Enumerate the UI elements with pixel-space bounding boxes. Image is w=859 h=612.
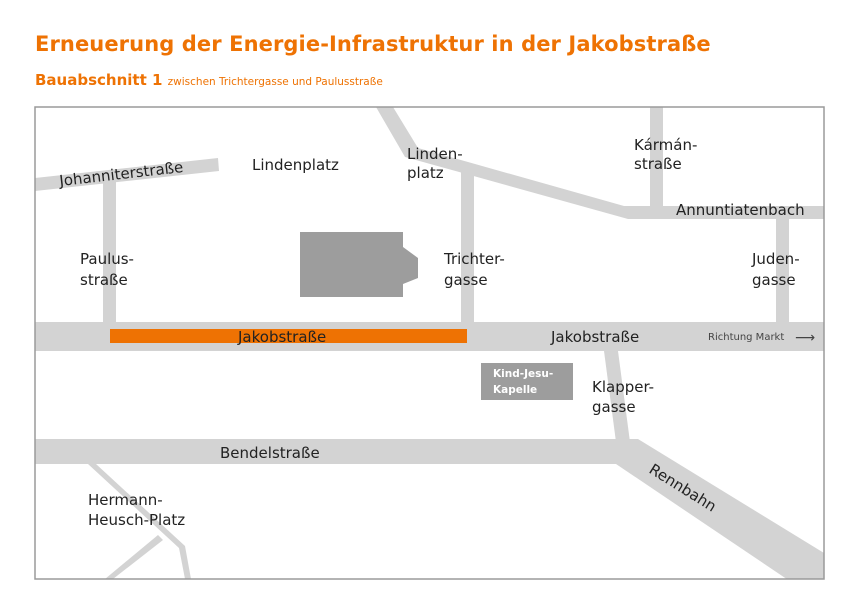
building-block <box>300 232 418 297</box>
label-annuntiatenbach: Annuntiatenbach <box>676 201 805 219</box>
label-hermann-heusch-line1: Hermann- <box>88 491 163 509</box>
section-label: Bauabschnitt 1 <box>35 71 163 89</box>
label-paulusstrasse-line1: Paulus- <box>80 250 134 268</box>
label-trichtergasse-line2: gasse <box>444 271 488 289</box>
label-lindenplatz-line1: Linden- <box>407 145 463 163</box>
street-annuntiatenbach <box>376 107 824 219</box>
section-detail: zwischen Trichtergasse und Paulusstraße <box>167 76 383 88</box>
label-lindenplatz-area: Lindenplatz <box>252 156 339 174</box>
label-lindenplatz-line2: platz <box>407 164 444 182</box>
chapel-label-line1: Kind-Jesu- <box>493 368 553 380</box>
label-judengasse-line1: Juden- <box>751 250 800 268</box>
label-klappergasse-line1: Klapper- <box>592 378 654 396</box>
street-paulusstrasse <box>103 182 116 324</box>
street-rennbahn <box>616 439 824 579</box>
direction-arrow-icon: ⟶ <box>795 330 815 346</box>
label-jakobstrasse-section: Jakobstraße <box>237 328 326 346</box>
label-trichtergasse-line1: Trichter- <box>443 250 505 268</box>
label-karman-line1: Kármán- <box>634 136 697 154</box>
construction-section <box>110 329 467 343</box>
label-klappergasse-line2: gasse <box>592 398 636 416</box>
page-subtitle: Bauabschnitt 1 zwischen Trichtergasse un… <box>35 71 383 89</box>
label-bendelstrasse: Bendelstraße <box>220 444 320 462</box>
street-trichtergasse <box>461 168 474 324</box>
label-judengasse-line2: gasse <box>752 271 796 289</box>
page-title: Erneuerung der Energie-Infrastruktur in … <box>35 32 711 56</box>
label-paulusstrasse-line2: straße <box>80 271 128 289</box>
chapel-label-line2: Kapelle <box>493 384 537 396</box>
label-direction: Richtung Markt <box>708 332 784 343</box>
chapel-building <box>481 363 573 400</box>
label-jakobstrasse: Jakobstraße <box>550 328 639 346</box>
street-johanniterstrasse <box>35 158 219 191</box>
street-judengasse <box>776 212 789 324</box>
street-bendelstrasse <box>35 439 627 464</box>
label-karman-line2: straße <box>634 155 682 173</box>
map-frame <box>34 106 825 580</box>
street-karmanstrasse <box>650 107 663 212</box>
label-hermann-heusch-line2: Heusch-Platz <box>88 511 185 529</box>
streets-layer <box>35 107 824 579</box>
street-klappergasse <box>604 351 630 442</box>
street-hermann-heusch-spur <box>105 535 163 579</box>
label-johanniterstrasse: Johanniterstraße <box>57 158 184 190</box>
